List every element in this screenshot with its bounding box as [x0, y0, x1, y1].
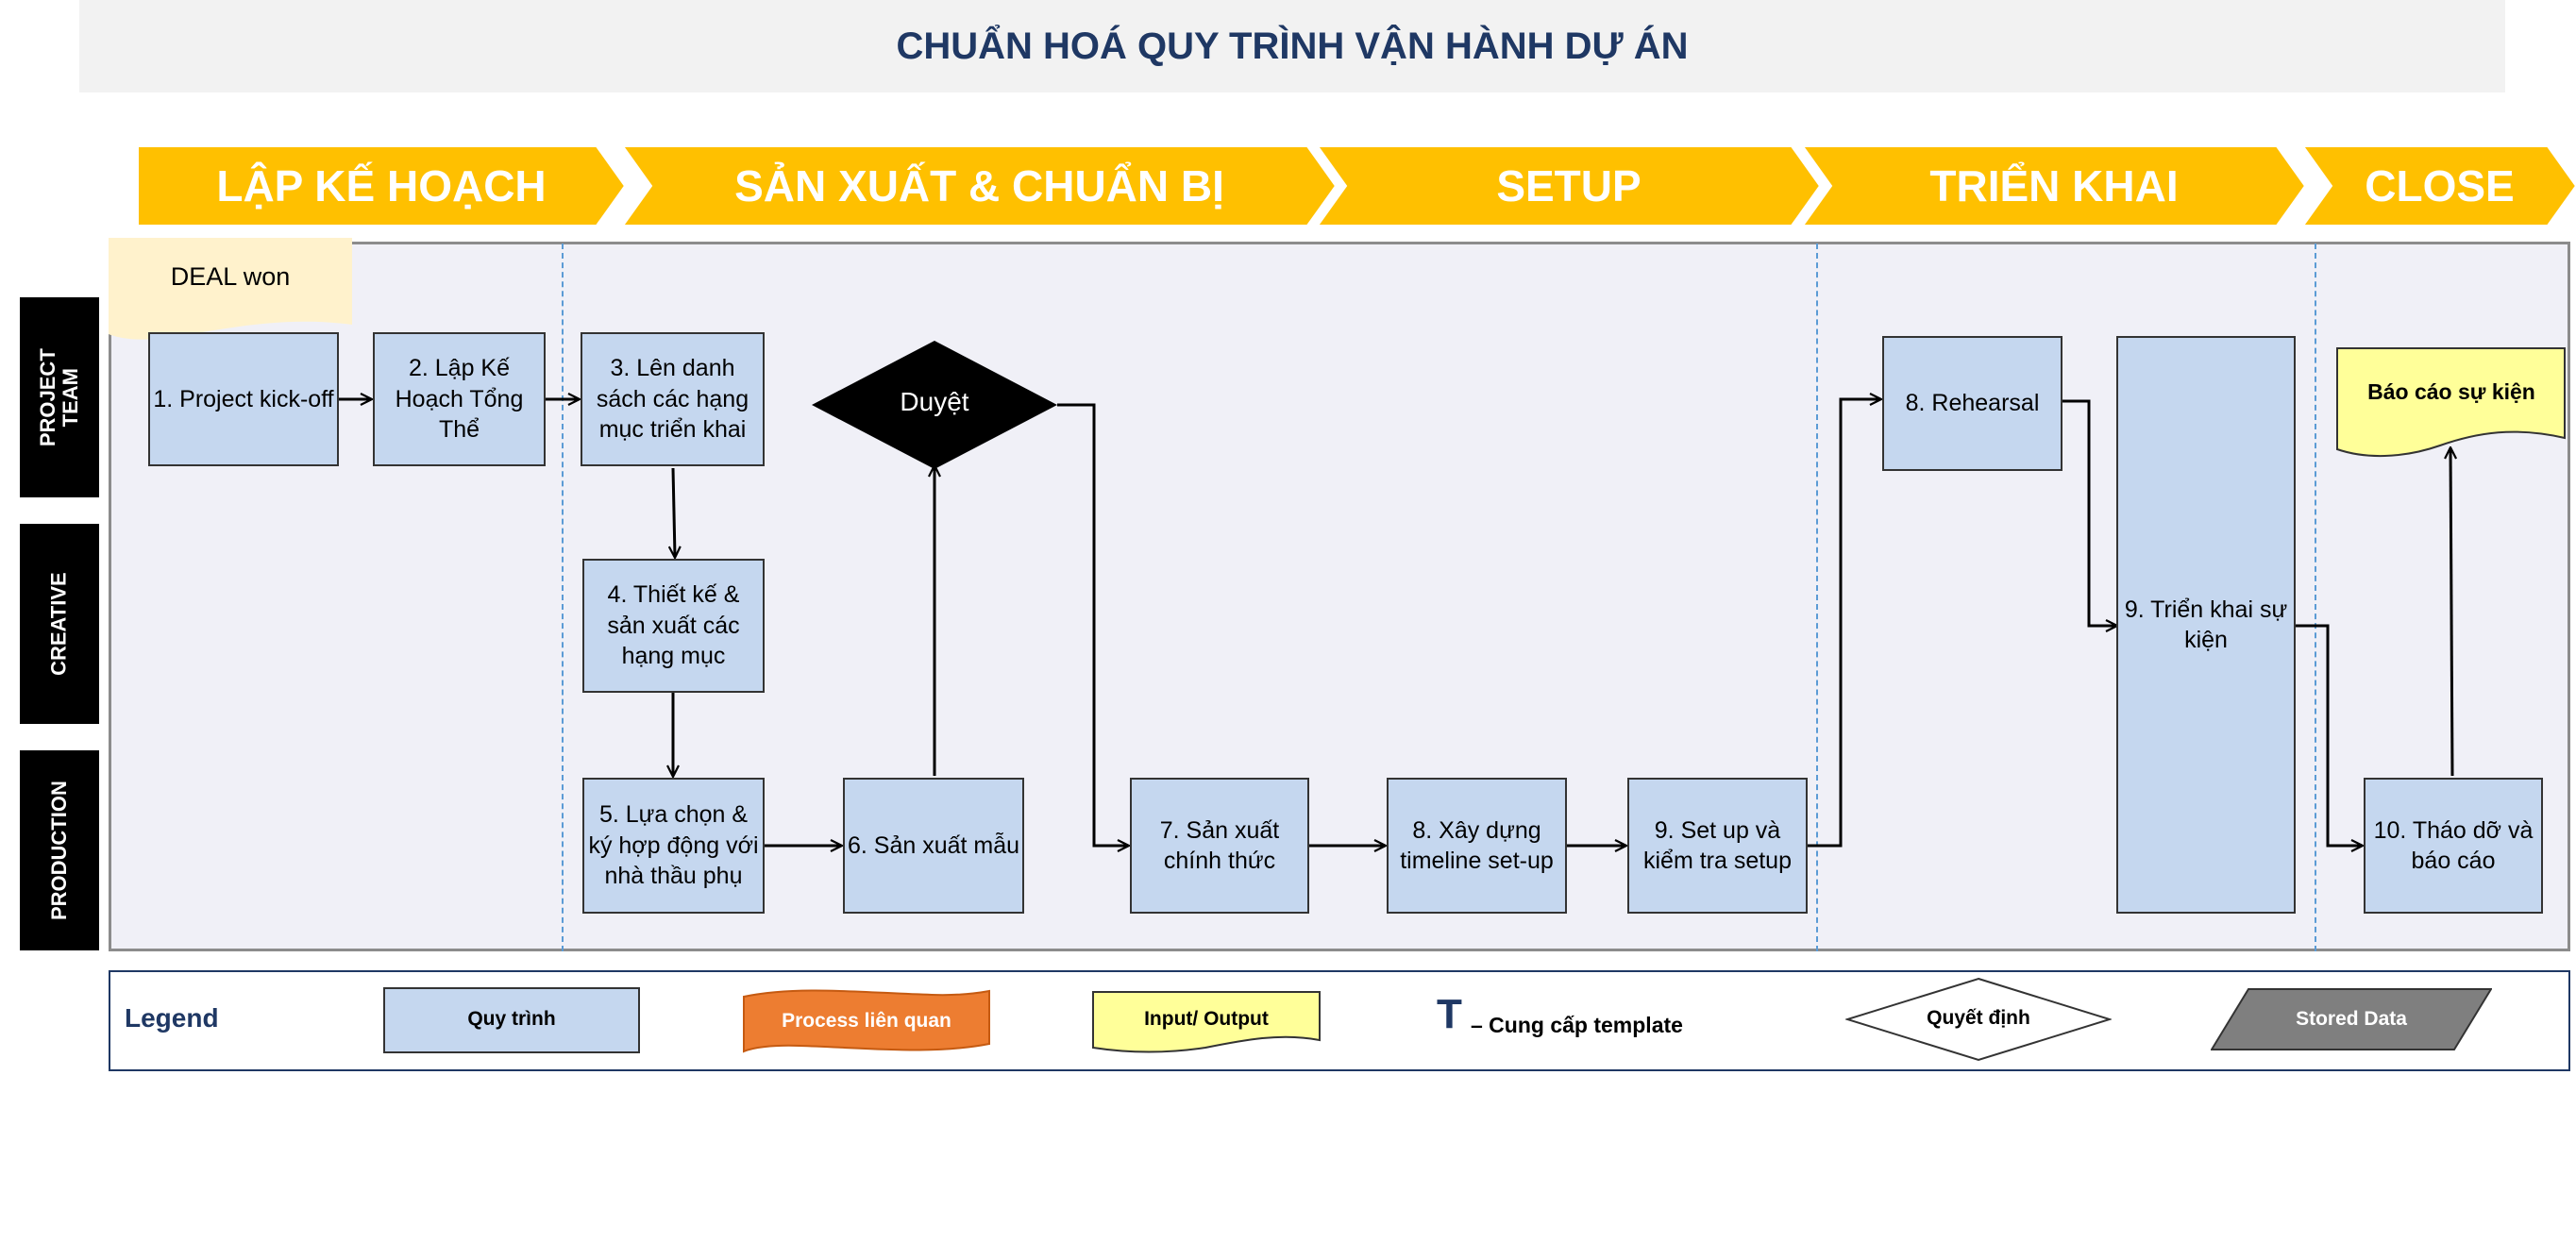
legend-template-icon: T [1437, 991, 1462, 1037]
report-label: Báo cáo sự kiện [2367, 379, 2535, 404]
legend-decision-swatch [1845, 977, 2112, 1062]
step-9-setup: 9. Set up và kiểm tra setup [1627, 778, 1808, 914]
legend-stored-swatch [2211, 988, 2492, 1050]
step-1-kickoff: 1. Project kick-off [148, 332, 339, 466]
chevron-shape [1318, 146, 1820, 226]
phase-planning: LẬP KẾ HOẠCH [138, 146, 625, 226]
phase-divider [1816, 244, 1818, 951]
step-5-subcontractor: 5. Lựa chọn & ký hợp động với nhà thầu p… [582, 778, 765, 914]
phase-divider [2315, 244, 2316, 951]
step-4-design: 4. Thiết kế & sản xuất các hạng mục [582, 559, 765, 693]
decision-diamond [812, 341, 1057, 469]
chevron-shape [2303, 146, 2576, 226]
phase-close: CLOSE [2303, 146, 2576, 226]
step-7-production: 7. Sản xuất chính thức [1130, 778, 1309, 914]
step-3-item-list: 3. Lên danh sách các hạng mục triển khai [581, 332, 765, 466]
chevron-shape [1803, 146, 2305, 226]
lane-production: PRODUCTION [20, 750, 99, 950]
legend-stored-label: Stored Data [2296, 1008, 2407, 1030]
phase-deploy: TRIỂN KHAI [1803, 146, 2305, 226]
legend-related-label: Process liên quan [782, 1010, 951, 1032]
legend-title: Legend [125, 1003, 219, 1033]
phase-production: SẢN XUẤT & CHUẨN BỊ [623, 146, 1336, 226]
legend-io-swatch [1092, 991, 1321, 1053]
legend-process-swatch [383, 987, 640, 1053]
step-8-rehearsal: 8. Rehearsal [1882, 336, 2062, 471]
phase-label: LẬP KẾ HOẠCH [216, 161, 547, 210]
chevron-shape [138, 146, 625, 226]
legend-related-swatch [743, 989, 990, 1053]
step-6-sample: 6. Sản xuất mẫu [843, 778, 1024, 914]
step-2-master-plan: 2. Lập Kế Hoạch Tổng Thể [373, 332, 546, 466]
step-10-teardown: 10. Tháo dỡ và báo cáo [2364, 778, 2543, 914]
legend-template-label: – Cung cấp template [1471, 1013, 1683, 1037]
phase-label: SẢN XUẤT & CHUẨN BỊ [734, 161, 1224, 210]
phase-label: TRIỂN KHAI [1929, 161, 2179, 210]
lane-creative: CREATIVE [20, 524, 99, 724]
report-document-shape [2336, 347, 2566, 458]
phase-divider [562, 244, 564, 951]
title-bar: CHUẨN HOÁ QUY TRÌNH VẬN HÀNH DỰ ÁN [79, 0, 2505, 92]
legend-process-label: Quy trình [467, 1008, 556, 1030]
deal-won-shape [109, 238, 352, 340]
page-title: CHUẨN HOÁ QUY TRÌNH VẬN HÀNH DỰ ÁN [896, 25, 1689, 67]
chevron-shape [623, 146, 1336, 226]
legend-io-label: Input/ Output [1144, 1008, 1269, 1030]
step-8-timeline: 8. Xây dựng timeline set-up [1387, 778, 1567, 914]
decision-label: Duyệt [900, 387, 969, 416]
lane-project-team: PROJECT TEAM [20, 297, 99, 497]
deal-won-label: DEAL won [170, 262, 291, 291]
phase-setup: SETUP [1318, 146, 1820, 226]
legend-decision-label: Quyết định [1927, 1007, 2030, 1029]
phase-label: SETUP [1496, 161, 1642, 210]
step-9-event: 9. Triển khai sự kiện [2116, 336, 2296, 914]
phase-label: CLOSE [2365, 161, 2515, 210]
legend [109, 970, 2570, 1071]
